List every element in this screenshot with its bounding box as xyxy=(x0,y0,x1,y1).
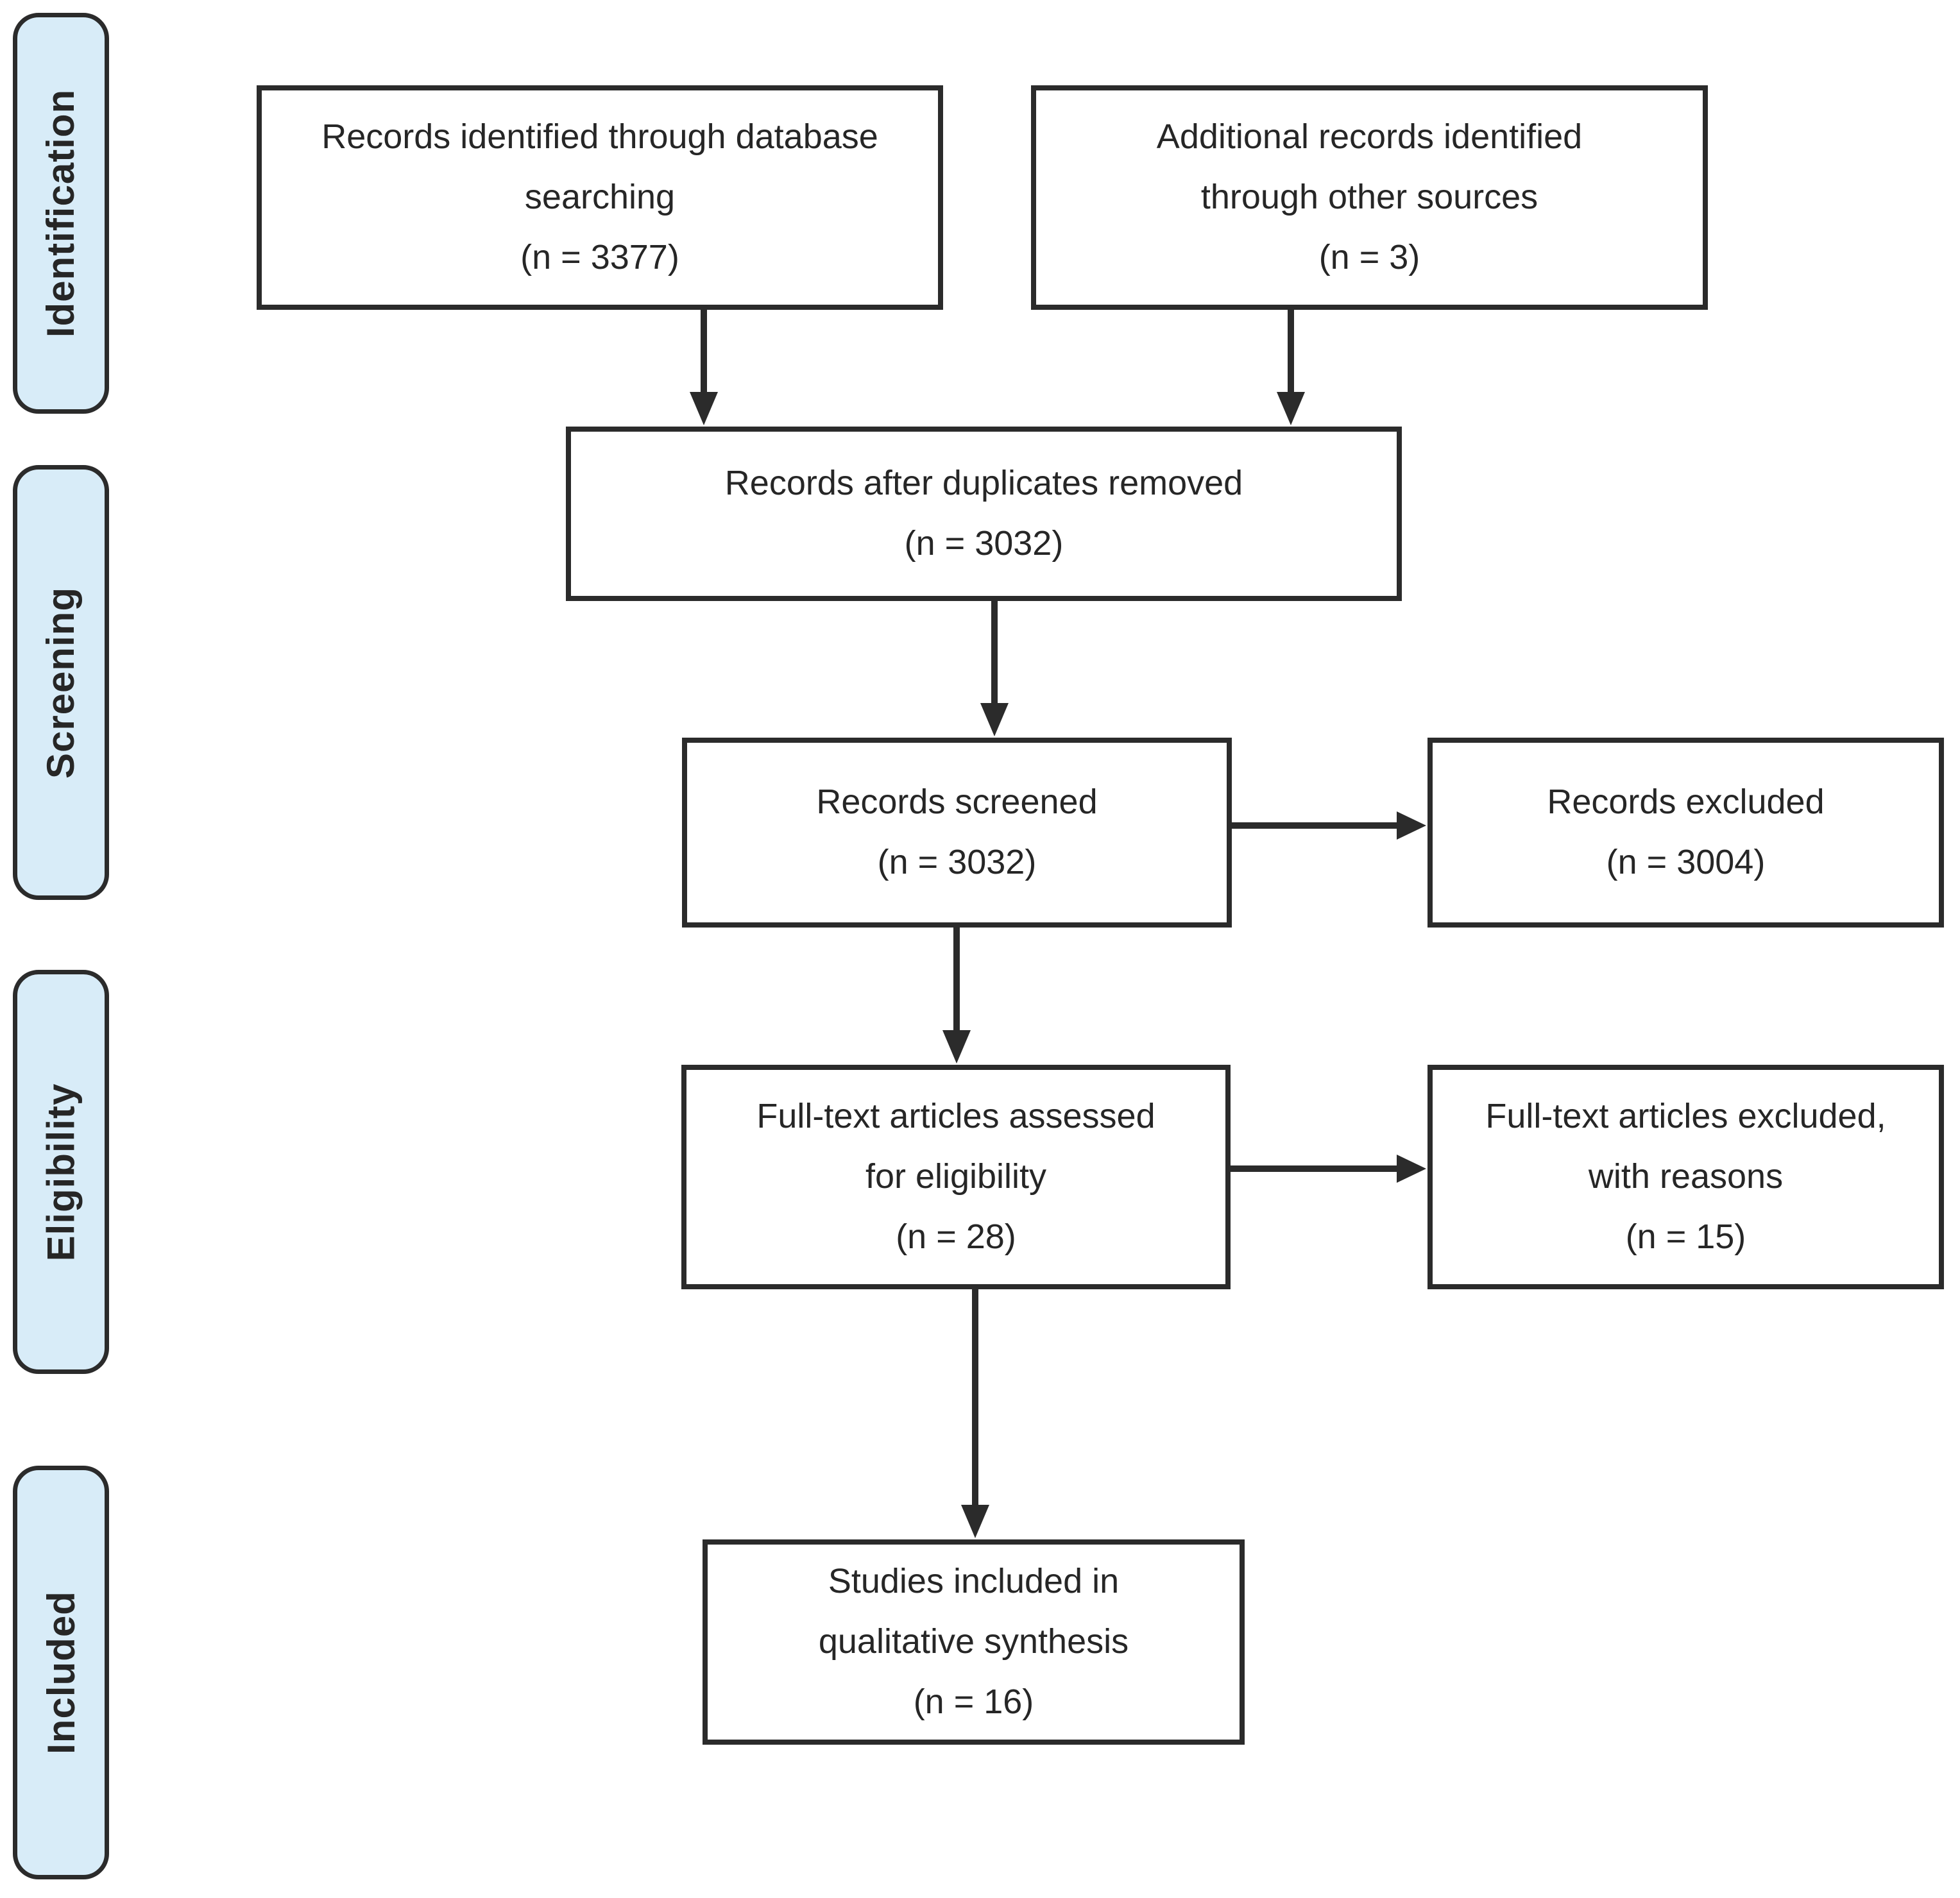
box-records-excluded-line: Records excluded xyxy=(1547,783,1825,822)
box-after-duplicates: Records after duplicates removed (n = 30… xyxy=(566,427,1402,601)
arrow-down-head xyxy=(1277,392,1305,425)
stage-label-screening-text: Screening xyxy=(39,586,83,779)
box-fulltext-excluded-line: with reasons xyxy=(1588,1157,1784,1196)
arrow-down-head xyxy=(690,392,718,425)
box-records-excluded-line: (n = 3004) xyxy=(1606,843,1766,881)
arrow-duplicates-to-screened xyxy=(980,601,1009,736)
box-records-screened: Records screened (n = 3032) xyxy=(682,738,1232,928)
stage-label-identification: Identification xyxy=(13,13,109,414)
stage-label-screening: Screening xyxy=(13,465,109,900)
box-records-screened-line: (n = 3032) xyxy=(877,843,1037,881)
box-additional-records-line: Additional records identified xyxy=(1156,117,1583,157)
arrow-additional-to-duplicates xyxy=(1277,310,1305,425)
box-studies-included: Studies included in qualitative synthesi… xyxy=(703,1539,1245,1745)
box-additional-records-line: through other sources xyxy=(1200,178,1538,217)
arrow-shaft xyxy=(1231,1165,1401,1172)
arrow-shaft xyxy=(972,1289,978,1509)
box-fulltext-assessed: Full-text articles assessed for eligibil… xyxy=(681,1065,1231,1289)
box-records-identified-line: searching xyxy=(524,178,676,217)
stage-label-eligibility: Eligibility xyxy=(13,970,109,1374)
arrow-assessed-to-included xyxy=(961,1289,989,1538)
box-fulltext-excluded-line: Full-text articles excluded, xyxy=(1485,1097,1886,1136)
arrow-down-head xyxy=(961,1505,989,1538)
box-records-excluded: Records excluded (n = 3004) xyxy=(1427,738,1944,928)
box-additional-records: Additional records identified through ot… xyxy=(1031,85,1708,310)
box-records-screened-line: Records screened xyxy=(816,783,1098,822)
arrow-shaft xyxy=(1232,822,1401,829)
arrow-shaft xyxy=(701,310,707,396)
stage-label-eligibility-text: Eligibility xyxy=(39,1083,83,1261)
arrow-right-head xyxy=(1397,1155,1426,1183)
arrow-screened-to-assessed xyxy=(942,928,971,1063)
box-additional-records-line: (n = 3) xyxy=(1318,237,1420,276)
stage-label-included-text: Included xyxy=(39,1591,83,1754)
arrow-shaft xyxy=(991,601,998,707)
box-fulltext-assessed-line: for eligibility xyxy=(865,1157,1047,1196)
box-fulltext-assessed-line: (n = 28) xyxy=(896,1217,1016,1256)
arrow-identified-to-duplicates xyxy=(690,310,718,425)
box-after-duplicates-line: (n = 3032) xyxy=(904,524,1064,563)
box-records-identified: Records identified through database sear… xyxy=(257,85,943,310)
arrow-shaft xyxy=(953,928,960,1034)
box-fulltext-excluded-line: (n = 15) xyxy=(1625,1217,1746,1256)
box-records-identified-line: Records identified through database xyxy=(321,117,878,157)
arrow-shaft xyxy=(1288,310,1294,396)
stage-label-identification-text: Identification xyxy=(39,89,83,338)
box-fulltext-excluded: Full-text articles excluded, with reason… xyxy=(1427,1065,1944,1289)
box-fulltext-assessed-line: Full-text articles assessed xyxy=(756,1097,1155,1136)
arrow-assessed-to-excluded xyxy=(1231,1155,1426,1183)
box-studies-included-line: Studies included in xyxy=(828,1562,1120,1601)
box-after-duplicates-line: Records after duplicates removed xyxy=(724,464,1243,503)
arrow-down-head xyxy=(942,1030,971,1063)
arrow-screened-to-excluded xyxy=(1232,811,1426,840)
arrow-right-head xyxy=(1397,811,1426,840)
stage-label-included: Included xyxy=(13,1466,109,1879)
box-studies-included-line: qualitative synthesis xyxy=(818,1622,1129,1661)
box-records-identified-line: (n = 3377) xyxy=(520,237,679,276)
arrow-down-head xyxy=(980,703,1009,736)
box-studies-included-line: (n = 16) xyxy=(913,1682,1034,1721)
